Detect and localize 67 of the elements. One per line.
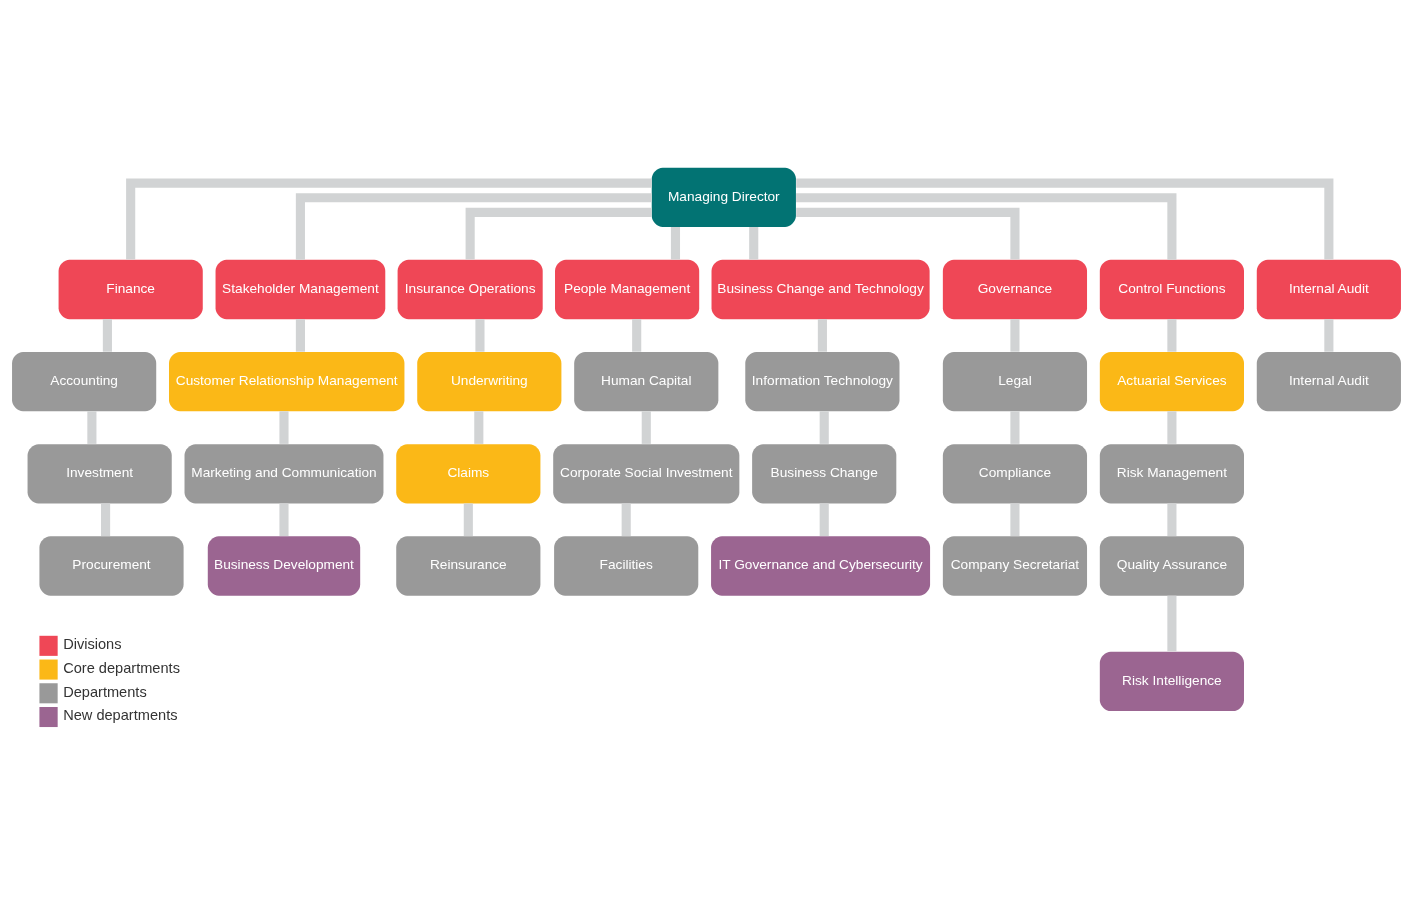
connector [465,207,652,260]
connector [279,503,289,537]
connector [475,319,485,352]
node-box: Control Functions [1099,259,1244,320]
connector [749,227,759,260]
connector [1167,411,1177,444]
node-box: Insurance Operations [397,259,543,320]
node-box: Procurement [39,536,184,596]
node-box: Facilities [554,536,699,596]
connector [101,503,111,537]
connector [796,178,1334,260]
connector [126,178,652,260]
node-box: People Management [555,259,700,320]
connector [295,193,652,260]
connector [1167,595,1177,652]
connector [632,319,642,352]
connector [621,503,631,537]
connector [474,411,484,444]
node-box: Actuarial Services [1099,352,1244,412]
connector [670,227,681,260]
connector [796,207,1020,260]
connector [463,503,473,537]
legend-label: New departments [63,707,178,724]
connector [1167,503,1177,537]
connector [819,503,829,537]
connector [295,319,305,352]
node-box: Business Change [752,444,897,504]
connector [279,411,289,444]
connector [796,193,1177,260]
connector [641,411,651,444]
node-box: Customer Relationship Management [169,352,405,412]
connector [87,411,97,444]
node-box: Finance [58,259,203,320]
node-box: Business Development [207,536,361,596]
node-box: Investment [27,444,172,504]
node-box: Human Capital [574,352,719,412]
node-box: Corporate Social Investment [553,444,740,504]
node-box: Compliance [942,444,1088,504]
node-box: Governance [942,259,1088,320]
legend-label: Departments [63,683,147,700]
node-box: Internal Audit [1256,352,1401,412]
connector [817,319,827,352]
node-box: Information Technology [745,352,900,412]
connector [1167,319,1177,352]
node-box: Risk Intelligence [1099,651,1244,712]
connector [1010,319,1020,352]
node-box: IT Governance and Cybersecurity [711,536,931,596]
node-box: Reinsurance [396,536,541,596]
connector [1010,411,1020,444]
node-box: Quality Assurance [1099,536,1244,596]
node-box: Risk Management [1099,444,1244,504]
node-box: Stakeholder Management [215,259,386,320]
connector [1010,503,1020,537]
connector [102,319,112,352]
legend-label: Core departments [63,660,180,677]
connector [819,411,829,444]
node-box: Company Secretariat [942,536,1088,596]
legend-label: Divisions [63,636,122,653]
node-box: Legal [942,352,1088,412]
node-box: Managing Director [651,167,796,227]
connector [1324,319,1334,352]
node-box: Underwriting [417,352,562,412]
node-box: Business Change and Technology [711,259,930,320]
node-box: Accounting [12,352,157,412]
node-box: Internal Audit [1256,259,1401,320]
node-box: Claims [396,444,541,504]
node-box: Marketing and Communication [184,444,384,504]
